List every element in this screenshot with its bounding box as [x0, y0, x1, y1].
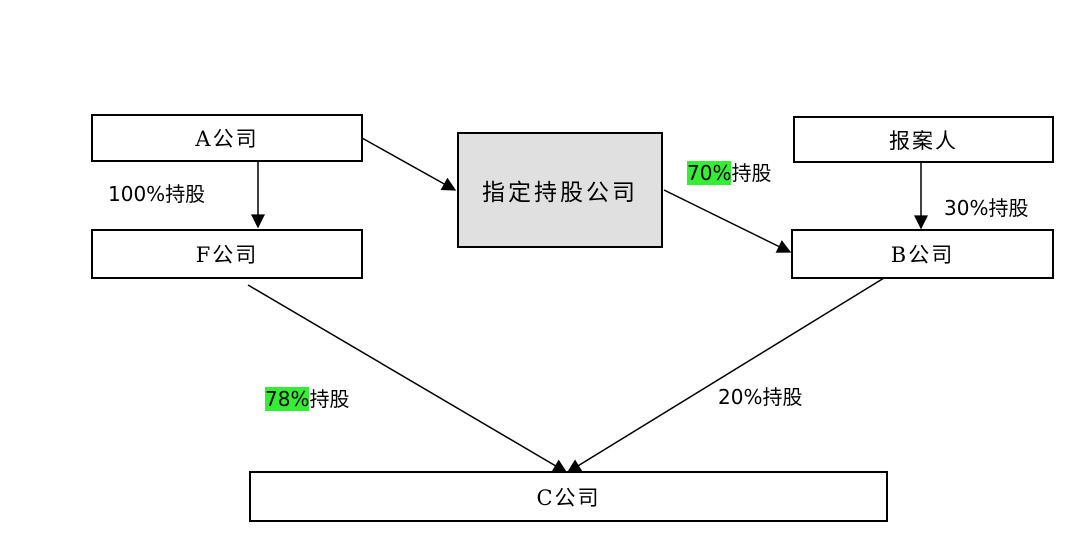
arrow-b-to-c [566, 277, 885, 473]
node-company-c: C公司 [249, 471, 888, 522]
edge-label-b-to-c-suffix: 持股 [762, 385, 803, 409]
edge-label-designated-to-b: 70%持股 [687, 160, 771, 186]
node-company-b-label: B公司 [890, 243, 955, 267]
node-designated-holding-company-label: 指定持股公司 [482, 180, 638, 206]
edge-label-a-to-f-suffix: 持股 [165, 182, 206, 206]
edge-label-reporter-to-b-pct: 30% [944, 196, 989, 220]
node-company-f-label: F公司 [195, 243, 259, 267]
node-company-f: F公司 [91, 229, 363, 279]
edge-label-a-to-f-pct: 100% [108, 182, 166, 206]
edge-label-f-to-c: 78%持股 [265, 386, 349, 412]
node-company-a-label: A公司 [195, 127, 259, 151]
edge-label-b-to-c: 20%持股 [718, 384, 802, 410]
node-company-b: B公司 [791, 229, 1054, 279]
node-reporter: 报案人 [793, 116, 1054, 163]
edge-label-designated-to-b-pct: 70% [687, 161, 732, 185]
arrow-designated-to-b [663, 189, 792, 253]
node-company-c-label: C公司 [536, 485, 601, 510]
edge-label-reporter-to-b: 30%持股 [944, 195, 1028, 221]
edge-label-reporter-to-b-suffix: 持股 [988, 196, 1029, 220]
arrow-f-to-c [247, 284, 568, 473]
node-company-a: A公司 [91, 114, 363, 162]
edge-label-b-to-c-pct: 20% [718, 385, 763, 409]
node-designated-holding-company: 指定持股公司 [457, 132, 663, 248]
edge-label-a-to-f: 100%持股 [108, 181, 205, 207]
arrow-a-to-designated [361, 137, 457, 191]
edge-label-designated-to-b-suffix: 持股 [731, 161, 772, 185]
edge-label-f-to-c-suffix: 持股 [309, 387, 350, 411]
node-reporter-label: 报案人 [889, 128, 958, 153]
edge-label-f-to-c-pct: 78% [265, 387, 310, 411]
